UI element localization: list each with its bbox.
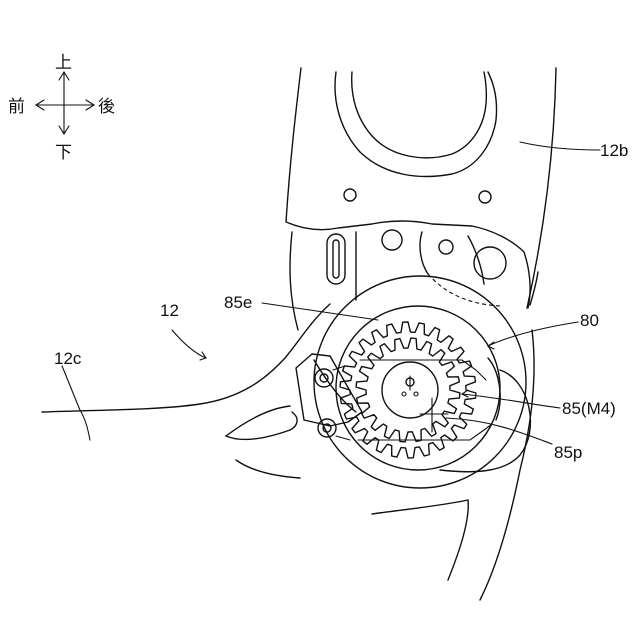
label-80: 80 — [580, 311, 599, 330]
gear-housing — [314, 276, 530, 488]
label-12c: 12c — [54, 349, 82, 368]
leader-lines — [62, 142, 600, 444]
direction-down-label: 下 — [55, 143, 72, 163]
inner-gear — [356, 338, 460, 442]
gear-assembly — [340, 322, 492, 458]
outer-gear — [340, 322, 476, 458]
label-85e: 85e — [224, 293, 252, 312]
front-frame — [42, 304, 534, 600]
direction-front-label: 前 — [8, 97, 25, 117]
direction-up-label: 上 — [55, 53, 72, 73]
direction-indicator: 上 下 前 後 — [8, 53, 115, 163]
label-85-m4: 85(M4) — [562, 399, 616, 418]
label-12: 12 — [160, 301, 179, 320]
direction-rear-label: 後 — [98, 97, 115, 117]
label-12b: 12b — [600, 141, 628, 160]
mid-plate — [290, 230, 506, 330]
reference-labels: 12b 12 12c 85e 80 85(M4) 85p — [54, 141, 628, 462]
label-85p: 85p — [554, 443, 582, 462]
